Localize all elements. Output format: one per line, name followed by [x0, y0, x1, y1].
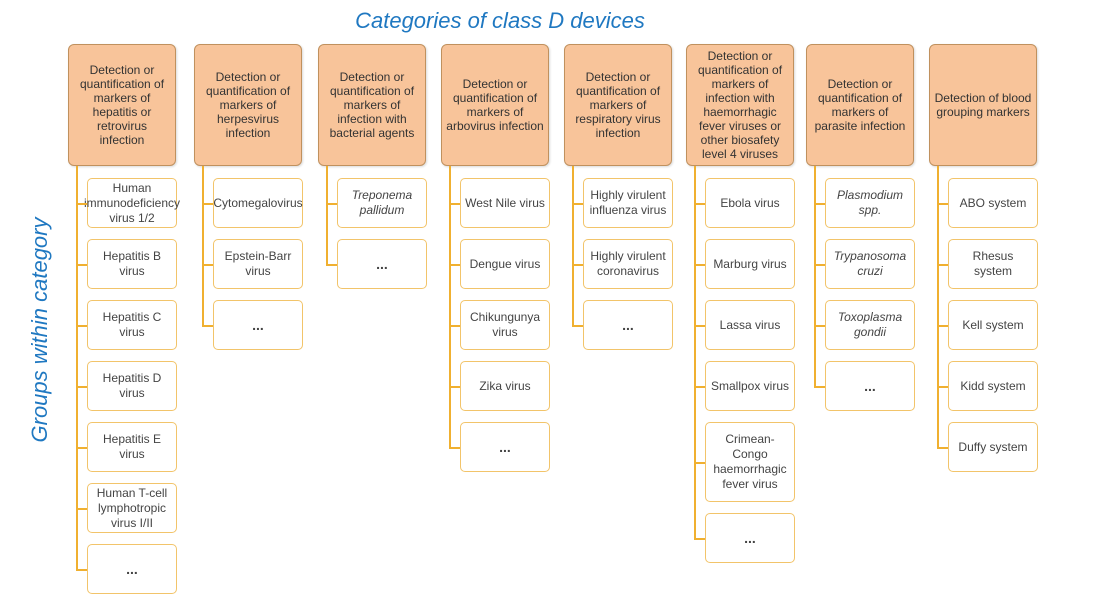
connector-branch: [449, 447, 460, 449]
group-box: Chikungunya virus: [460, 300, 550, 350]
group-box: ...: [213, 300, 303, 350]
category-column: Detection or quantification of markers o…: [686, 44, 795, 563]
group-box: ...: [337, 239, 427, 289]
connector-branch: [694, 386, 705, 388]
connector-trunk: [814, 166, 816, 388]
connector-branch: [694, 325, 705, 327]
connector-trunk: [202, 166, 204, 327]
group-box: Marburg virus: [705, 239, 795, 289]
connector-trunk: [76, 166, 78, 571]
group-box: Hepatitis D virus: [87, 361, 177, 411]
category-header: Detection or quantification of markers o…: [318, 44, 426, 166]
connector-branch: [694, 264, 705, 266]
connector-branch: [694, 538, 705, 540]
group-box: Ebola virus: [705, 178, 795, 228]
connector-branch: [814, 325, 825, 327]
group-box: ...: [825, 361, 915, 411]
category-header: Detection of blood grouping markers: [929, 44, 1037, 166]
group-box: ...: [460, 422, 550, 472]
connector-branch: [326, 264, 337, 266]
connector-branch: [937, 447, 948, 449]
category-header: Detection or quantification of markers o…: [564, 44, 672, 166]
connector-branch: [572, 264, 583, 266]
group-box: Hepatitis C virus: [87, 300, 177, 350]
connector-branch: [694, 462, 705, 464]
category-column: Detection or quantification of markers o…: [68, 44, 180, 594]
group-box: Rhesus system: [948, 239, 1038, 289]
groups-axis-title: Groups within category: [27, 217, 52, 443]
group-box: Dengue virus: [460, 239, 550, 289]
category-column: Detection or quantification of markers o…: [318, 44, 427, 289]
connector-trunk: [326, 166, 328, 266]
category-column: Detection or quantification of markers o…: [194, 44, 303, 350]
group-box: Kell system: [948, 300, 1038, 350]
group-box: Hepatitis E virus: [87, 422, 177, 472]
group-box: Trypanosoma cruzi: [825, 239, 915, 289]
connector-branch: [76, 325, 87, 327]
connector-branch: [76, 203, 87, 205]
connector-branch: [814, 386, 825, 388]
connector-trunk: [572, 166, 574, 327]
connector-branch: [326, 203, 337, 205]
connector-trunk: [449, 166, 451, 449]
group-box: Treponema pallidum: [337, 178, 427, 228]
group-box: Smallpox virus: [705, 361, 795, 411]
group-box: Toxoplasma gondii: [825, 300, 915, 350]
connector-branch: [76, 386, 87, 388]
connector-branch: [572, 203, 583, 205]
group-box: Cytomegalovirus: [213, 178, 303, 228]
category-header: Detection or quantification of markers o…: [68, 44, 176, 166]
group-box: Lassa virus: [705, 300, 795, 350]
connector-branch: [202, 203, 213, 205]
connector-branch: [814, 203, 825, 205]
connector-branch: [202, 325, 213, 327]
connector-branch: [449, 203, 460, 205]
group-box: Epstein-Barr virus: [213, 239, 303, 289]
group-box: ...: [87, 544, 177, 594]
connector-branch: [76, 447, 87, 449]
group-box: Plasmodium spp.: [825, 178, 915, 228]
connector-branch: [76, 569, 87, 571]
category-column: Detection or quantification of markers o…: [564, 44, 673, 350]
group-box: ...: [583, 300, 673, 350]
group-box: ABO system: [948, 178, 1038, 228]
connector-branch: [937, 203, 948, 205]
group-box: Human T-cell lymphotropic virus I/II: [87, 483, 177, 533]
connector-branch: [449, 386, 460, 388]
connector-branch: [202, 264, 213, 266]
connector-branch: [814, 264, 825, 266]
connector-branch: [76, 508, 87, 510]
connector-branch: [76, 264, 87, 266]
category-header: Detection or quantification of markers o…: [806, 44, 914, 166]
group-box: ...: [705, 513, 795, 563]
connector-trunk: [694, 166, 696, 540]
group-box: Zika virus: [460, 361, 550, 411]
category-column: Detection or quantification of markers o…: [806, 44, 915, 411]
group-box: Human immunodeficiency virus 1/2: [84, 178, 180, 228]
connector-branch: [449, 325, 460, 327]
category-header: Detection or quantification of markers o…: [686, 44, 794, 166]
category-header: Detection or quantification of markers o…: [194, 44, 302, 166]
connector-branch: [449, 264, 460, 266]
connector-branch: [937, 386, 948, 388]
connector-branch: [937, 264, 948, 266]
group-box: Highly virulent coronavirus: [583, 239, 673, 289]
group-box: Hepatitis B virus: [87, 239, 177, 289]
connector-trunk: [937, 166, 939, 449]
group-box: Crimean-Congo haemorrhagic fever virus: [705, 422, 795, 502]
connector-branch: [937, 325, 948, 327]
group-box: West Nile virus: [460, 178, 550, 228]
group-box: Kidd system: [948, 361, 1038, 411]
category-column: Detection or quantification of markers o…: [441, 44, 550, 472]
diagram-title: Categories of class D devices: [355, 8, 645, 33]
category-header: Detection or quantification of markers o…: [441, 44, 549, 166]
group-box: Highly virulent influenza virus: [583, 178, 673, 228]
group-box: Duffy system: [948, 422, 1038, 472]
connector-branch: [694, 203, 705, 205]
connector-branch: [572, 325, 583, 327]
